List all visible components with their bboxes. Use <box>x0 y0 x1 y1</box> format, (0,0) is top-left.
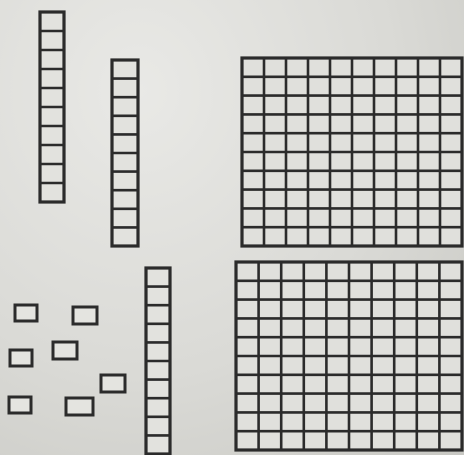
ten-rod <box>40 12 64 202</box>
ten-rod <box>146 268 170 454</box>
unit-cube <box>53 342 77 359</box>
ten-rod <box>112 60 138 246</box>
hundred-flat <box>236 262 462 450</box>
unit-cube <box>10 350 32 366</box>
unit-cube <box>15 305 37 321</box>
hundred-flat <box>242 58 462 246</box>
unit-cube <box>73 307 97 324</box>
unit-cube <box>66 398 93 415</box>
unit-cube <box>9 397 31 413</box>
unit-cube <box>101 375 125 392</box>
